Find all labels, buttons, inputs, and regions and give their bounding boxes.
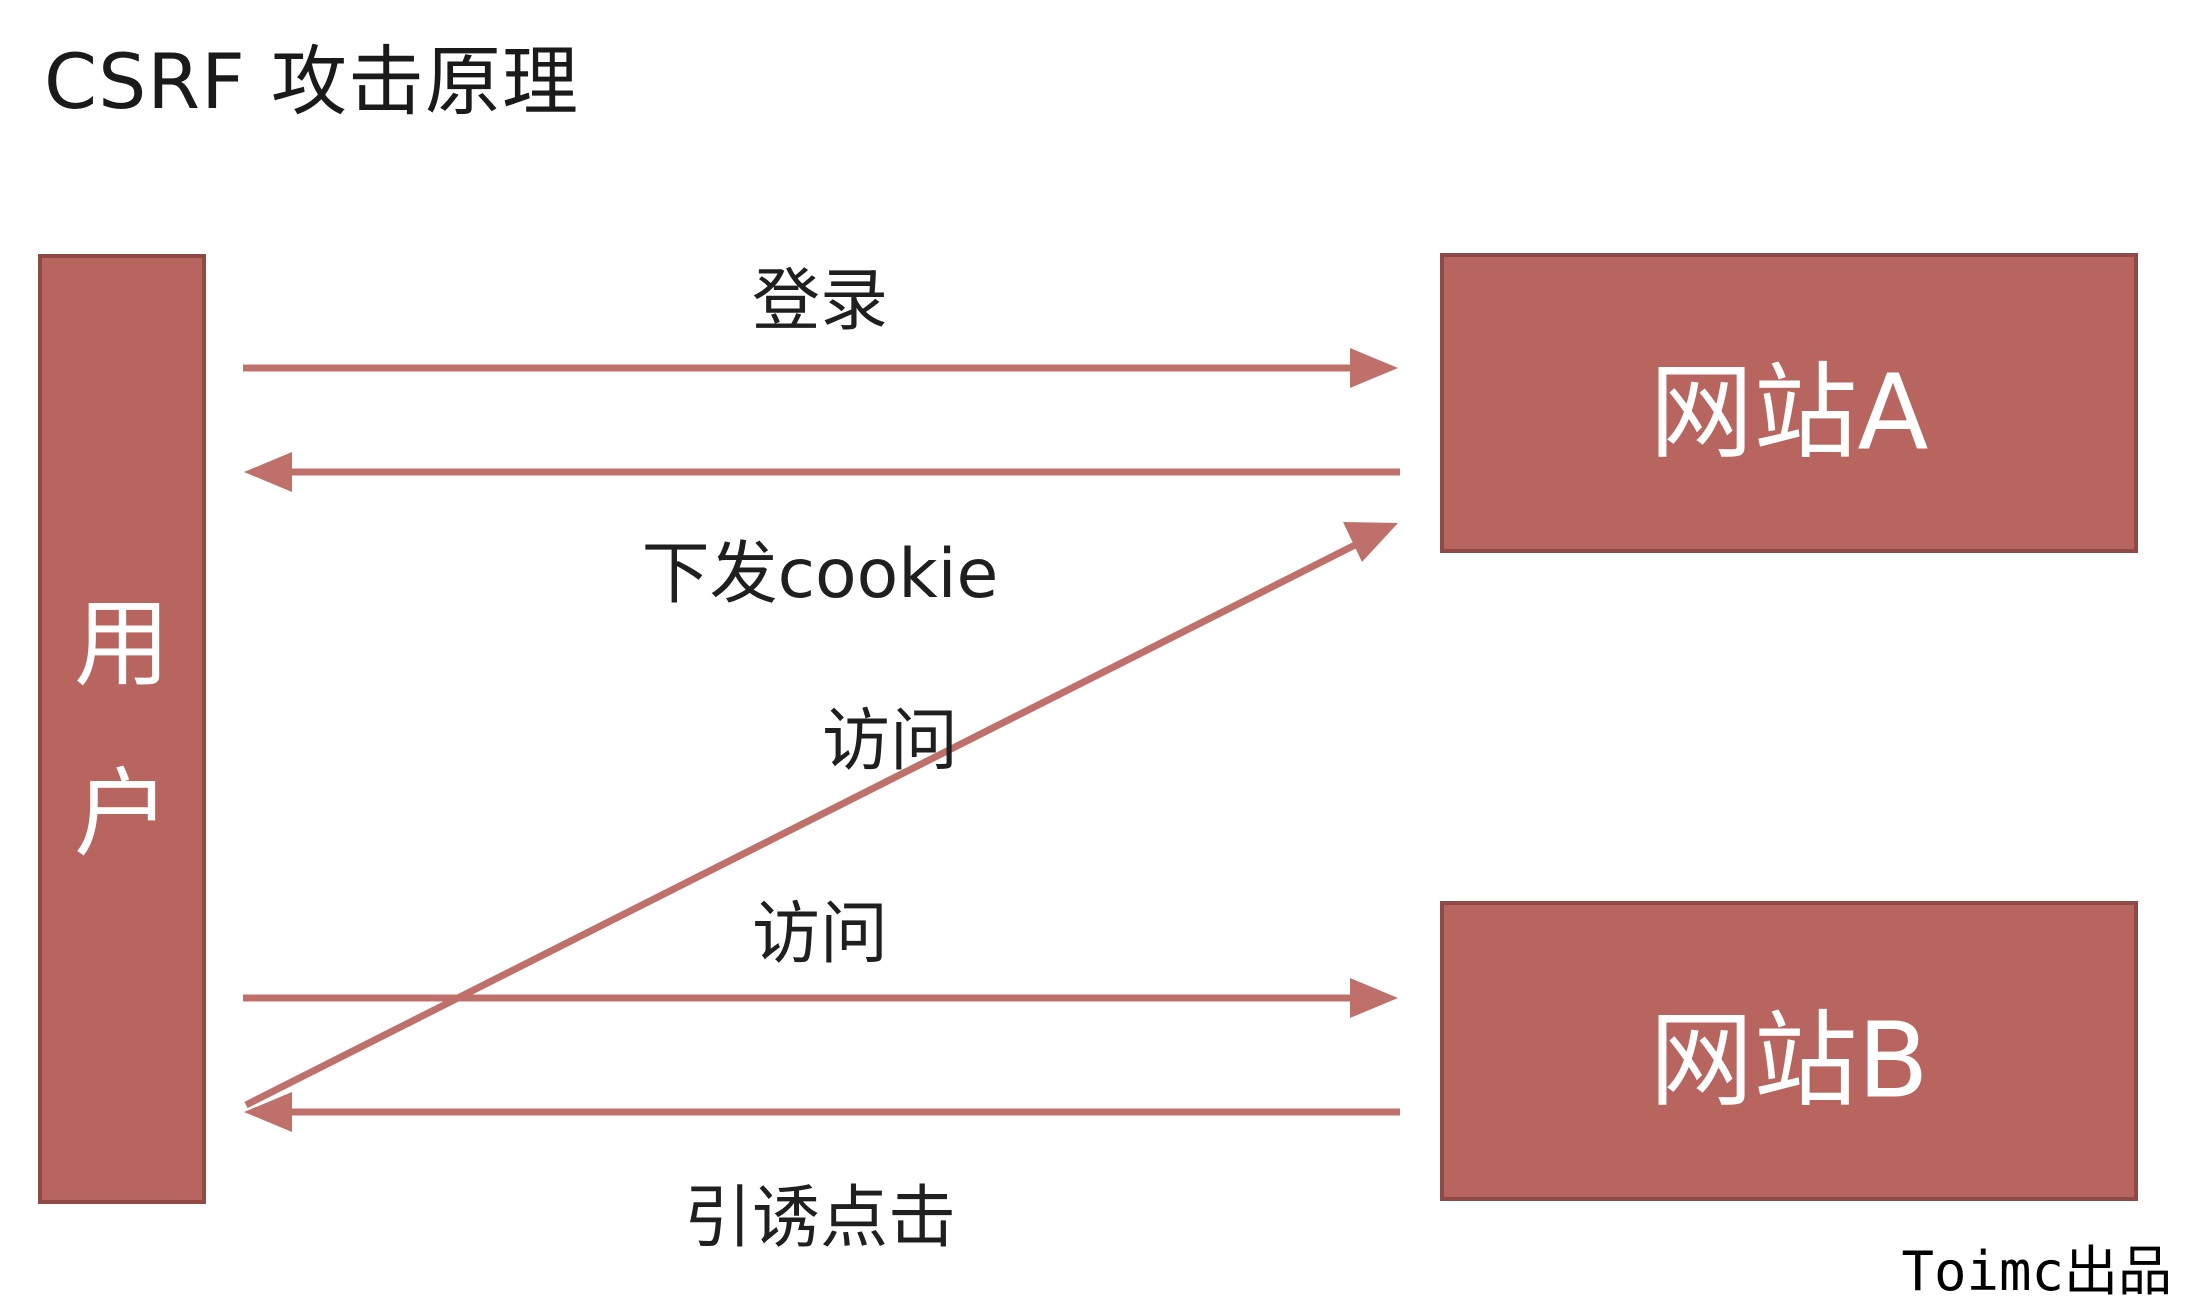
user-node: 用户 [38,254,206,1204]
visit-b-arrow-head [1350,978,1398,1018]
site-b-label: 网站B [1649,999,1929,1122]
visit-a-label: 访问 [821,702,959,781]
visit-b-label: 访问 [751,895,889,974]
watermark: Toimc出品 [1901,1240,2172,1303]
lure-click-label: 引诱点击 [683,1179,957,1258]
user-node-label: 用户 [74,588,170,870]
diagram-title: CSRF 攻击原理 [44,37,579,126]
lure-click-arrow-head [244,1092,292,1132]
login-arrow-head [1350,348,1398,388]
login-label: 登录 [751,262,889,341]
visit-a-arrow [244,541,1357,1109]
site-a-node: 网站A [1440,253,2138,553]
set-cookie-arrow-head [244,452,292,492]
site-b-node: 网站B [1440,901,2138,1201]
visit-a-arrow-head [1343,522,1398,562]
set-cookie-label: 下发cookie [641,535,999,614]
site-a-label: 网站A [1649,351,1929,474]
